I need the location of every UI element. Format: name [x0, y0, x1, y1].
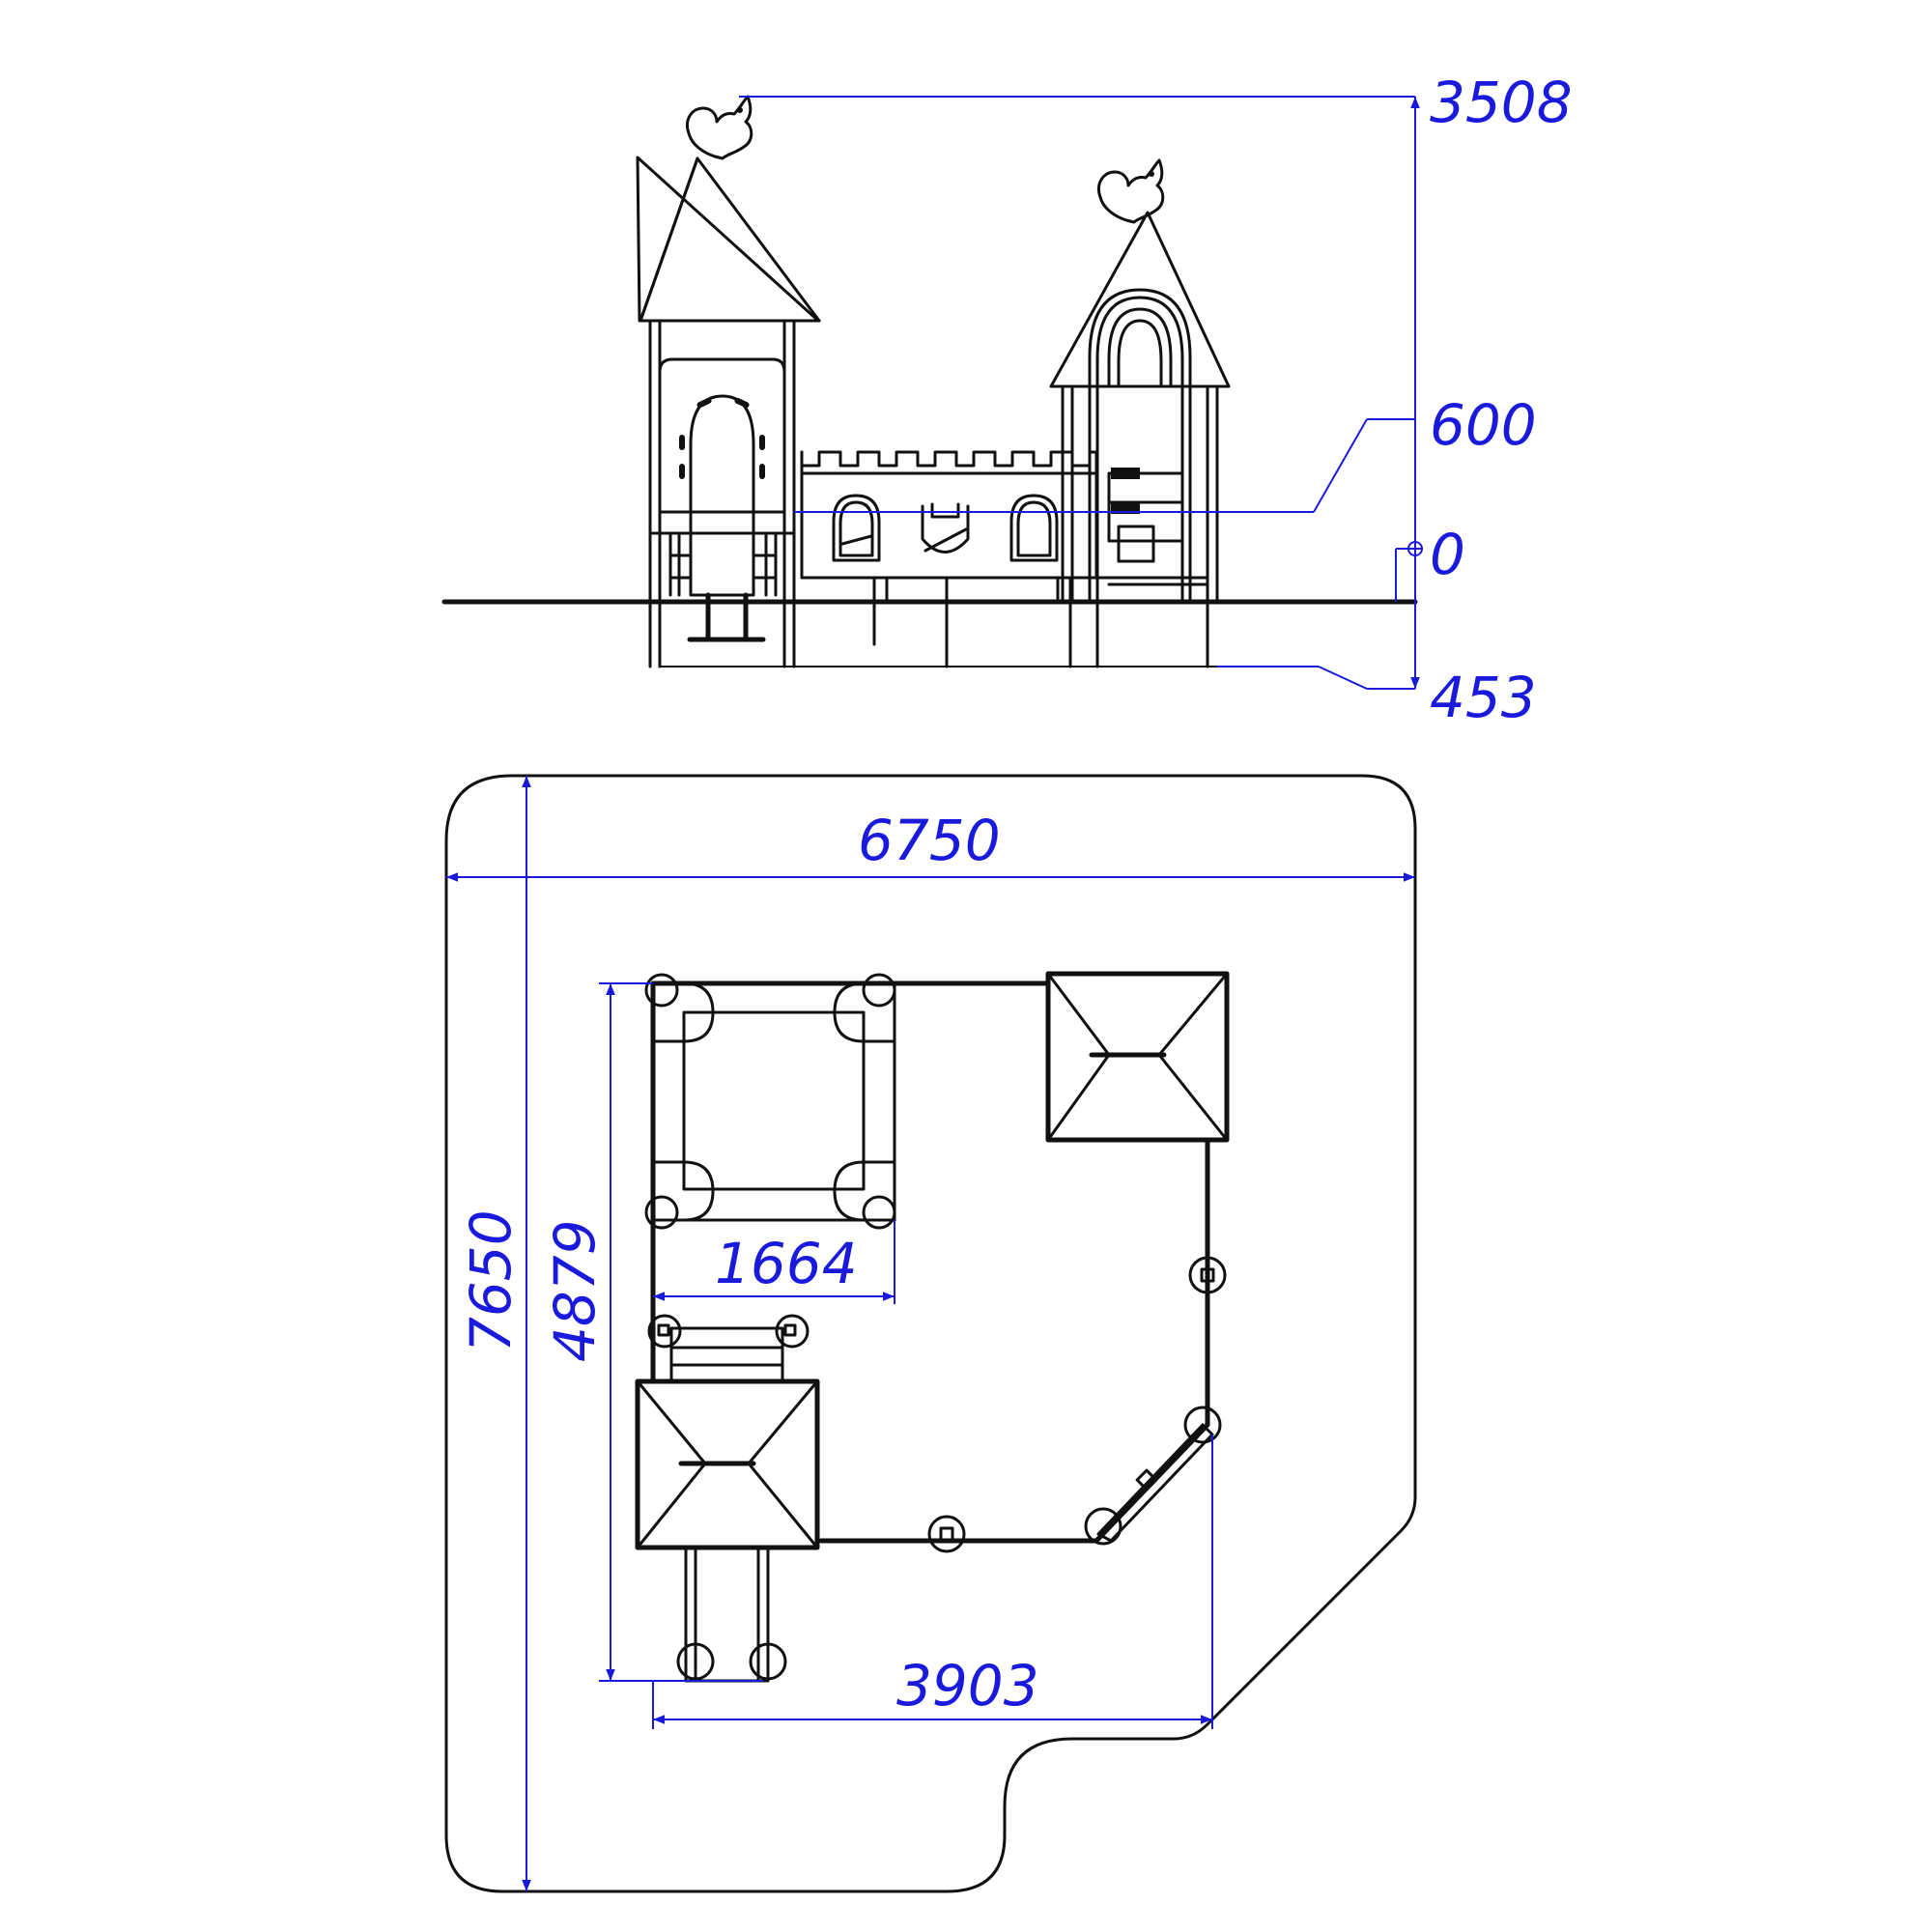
left-tower-arch [689, 394, 755, 514]
castle-wall [800, 450, 1098, 668]
squirrel-icon [1097, 158, 1165, 224]
dim-site-width: 6750 [858, 808, 1001, 873]
right-tower-cone [1049, 211, 1231, 388]
plan-left-roof [635, 1378, 820, 1550]
plan-slide [676, 1546, 787, 1683]
dim-site-depth: 7650 [458, 1209, 524, 1352]
circle-marker-icon [1407, 541, 1423, 556]
plan-right-roof [1045, 971, 1230, 1143]
right-tower-arch-outer [1088, 288, 1192, 601]
plan-dimensions: 6750 7650 4879 1664 3903 [446, 776, 1415, 1891]
dim-platform-level: 600 [1430, 392, 1537, 458]
right-tower-arch-inner [1107, 307, 1173, 388]
wall-shield [921, 504, 970, 554]
squirrel-icon [686, 95, 753, 160]
dim-foundation-level: 453 [1430, 665, 1537, 730]
plan-stair [647, 1314, 810, 1383]
right-tower [1049, 158, 1231, 668]
wall-battlements [800, 450, 1098, 468]
left-tower-roof [636, 156, 820, 323]
left-tower [636, 95, 821, 668]
dim-top-level: 3508 [1430, 70, 1573, 135]
site-boundary [444, 774, 1417, 1893]
plan-view [444, 774, 1417, 1893]
left-tower-panel [658, 357, 786, 514]
dim-complex-width: 3903 [896, 1653, 1039, 1719]
elevation-dimensions: 3508 600 0 453 [739, 70, 1573, 730]
plan-square-tower [644, 973, 896, 1230]
dim-ground-level: 0 [1430, 522, 1465, 587]
elevation-view [441, 95, 1418, 668]
plan-diagonal-rail [1096, 1423, 1214, 1543]
dim-complex-depth: 4879 [542, 1219, 608, 1362]
dim-tower-width: 1664 [715, 1231, 858, 1296]
